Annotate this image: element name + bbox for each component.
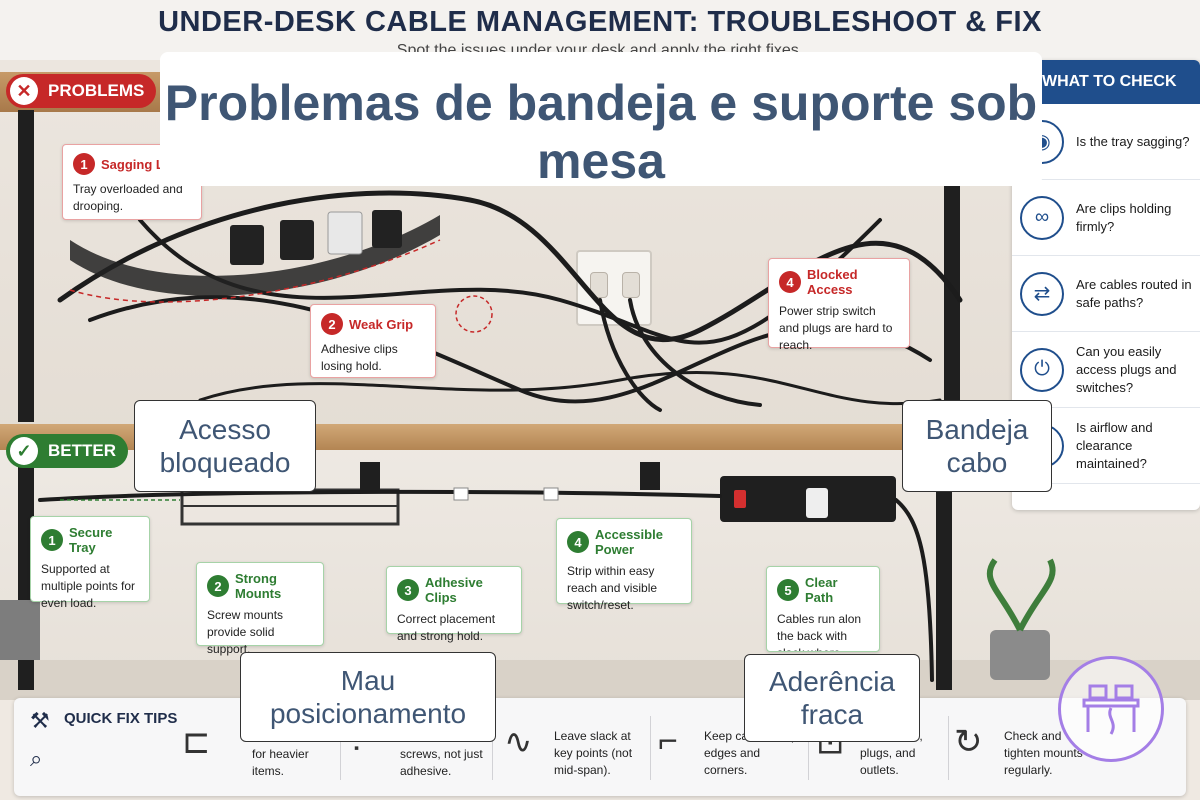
better-tag: ✓ BETTER xyxy=(6,434,128,468)
tip-text: for heavier items. xyxy=(252,747,309,778)
better-label: BETTER xyxy=(48,441,116,460)
plug-icon: ⏻ xyxy=(1020,347,1064,392)
overlay-label-bandeja: Bandeja cabo xyxy=(902,400,1052,492)
cable-slack-icon: ∿ xyxy=(504,723,533,761)
tip-text: Check and tighten mounts regularly. xyxy=(1004,729,1083,777)
problems-label: PROBLEMS xyxy=(48,81,145,100)
quick-fix-tips-bar: ⚒ QUICK FIX TIPS ⌕ ⊏ for heavier items. … xyxy=(14,698,1186,796)
overlay-label-acesso: Acesso bloqueado xyxy=(134,400,316,492)
check-item: ⇄ Are cables routed in safe paths? xyxy=(1012,256,1200,332)
refresh-icon: ↻ xyxy=(954,723,983,761)
quick-fix-tips-title: QUICK FIX TIPS xyxy=(64,710,178,727)
link-icon: ∞ xyxy=(1020,195,1064,240)
desk-leg xyxy=(936,450,952,690)
path-icon: ⇄ xyxy=(1020,271,1064,316)
tray-icon: ⊏ xyxy=(182,723,211,761)
overlay-label-mau: Mau posicionamento xyxy=(240,652,496,742)
desk-logo-icon xyxy=(1082,684,1140,735)
problems-tag: ✕ PROBLEMS xyxy=(6,74,157,108)
overlay-label-aderencia: Aderência fraca xyxy=(744,654,920,742)
check-circle-icon: ✓ xyxy=(10,437,38,465)
header: UNDER-DESK CABLE MANAGEMENT: TROUBLESHOO… xyxy=(0,0,1200,60)
desk-leg xyxy=(944,110,960,422)
overlay-banner-title: Problemas de bandeja e suporte sob mesa xyxy=(160,52,1042,189)
edge-icon: ⌐ xyxy=(658,722,678,760)
x-circle-icon: ✕ xyxy=(10,77,38,105)
wall-outlet xyxy=(576,250,652,326)
tip-text: screws, not just adhesive. xyxy=(400,747,483,778)
check-item: ⏻ Can you easily access plugs and switch… xyxy=(1012,332,1200,408)
check-item: ∞ Are clips holding firmly? xyxy=(1012,180,1200,256)
tools-icon: ⚒ xyxy=(30,708,50,733)
brand-logo xyxy=(1058,656,1164,762)
tip-text: Leave slack at key points (not mid-span)… xyxy=(554,729,633,777)
desk-leg xyxy=(18,110,34,422)
what-to-check-title: WHAT TO CHECK xyxy=(1012,60,1200,104)
main-title: UNDER-DESK CABLE MANAGEMENT: TROUBLESHOO… xyxy=(158,6,1042,38)
search-icon: ⌕ xyxy=(30,746,43,771)
